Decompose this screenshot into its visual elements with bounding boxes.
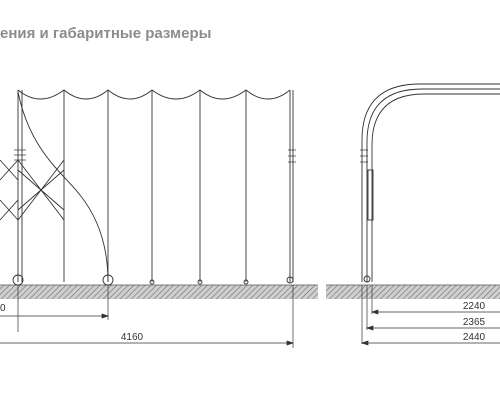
side-view [326,83,500,346]
side-dim-width-outer: 2440 [463,332,486,343]
front-fabric-curve [17,91,109,283]
side-ground [326,285,500,299]
front-dim-partial: 0 [0,303,6,314]
front-canopy-top [17,89,291,100]
side-dim-width-inner: 2240 [463,301,486,312]
side-arch-mid [366,88,500,282]
page-title: ения и габаритные размеры [0,25,212,42]
side-dim-width-mid: 2365 [463,317,486,328]
front-dimension-lines [0,285,295,348]
side-arch-inner [371,93,500,282]
front-dim-length: 4160 [121,332,144,343]
front-bolts [14,149,296,163]
scissor-mechanism [0,159,65,221]
side-wheel [363,275,371,283]
front-panels [17,90,294,282]
front-wheels [12,274,294,286]
side-dimension-lines [360,285,500,346]
side-arch-outer [361,83,500,282]
front-view [0,89,318,348]
front-ground [0,285,318,299]
